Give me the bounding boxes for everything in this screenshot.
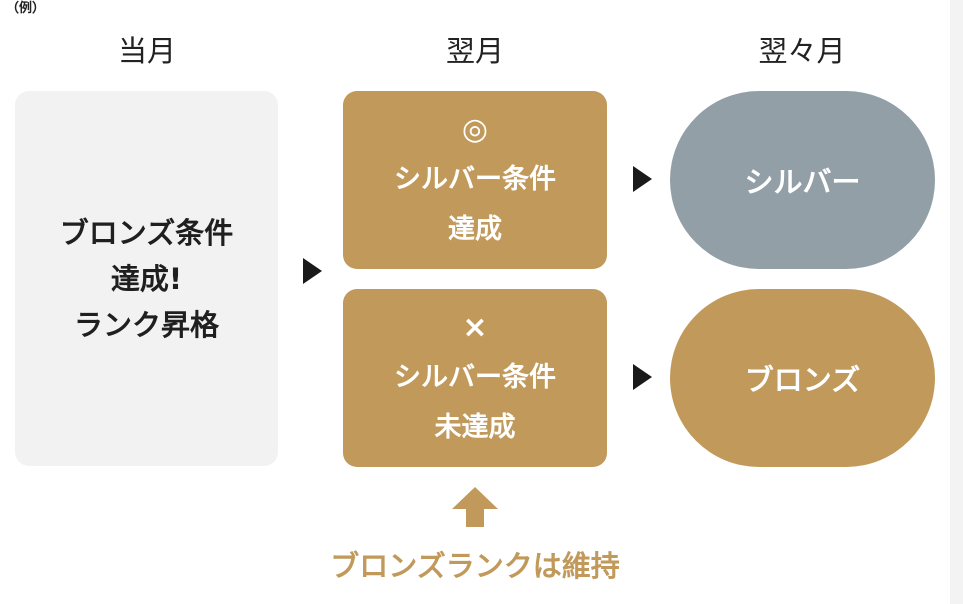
header-next-month: 翌月 bbox=[445, 34, 504, 68]
silver-result-label: シルバー bbox=[744, 165, 861, 199]
bronze-maintained-note: ブロンズランクは維持 bbox=[330, 549, 620, 583]
silver-achieved-box: ◎ シルバー条件 達成 bbox=[343, 91, 607, 269]
cross-icon: × bbox=[462, 310, 488, 345]
bronze-result-label: ブロンズ bbox=[744, 363, 861, 397]
arrow-up-stem bbox=[466, 508, 484, 527]
silver-not-achieved-line-2: 未達成 bbox=[434, 412, 516, 443]
double-circle-icon: ◎ bbox=[461, 112, 489, 147]
silver-not-achieved-box: × シルバー条件 未達成 bbox=[343, 289, 607, 467]
current-box-line-2: 達成! bbox=[110, 261, 183, 296]
silver-not-achieved-line-1: シルバー条件 bbox=[394, 362, 556, 393]
silver-result-pill: シルバー bbox=[670, 91, 935, 269]
arrow-right-icon bbox=[303, 258, 322, 284]
current-month-box: ブロンズ条件 達成! ランク昇格 bbox=[15, 91, 278, 466]
silver-achieved-line-2: 達成 bbox=[448, 214, 502, 245]
header-month-after-next: 翌々月 bbox=[758, 34, 846, 68]
silver-achieved-line-1: シルバー条件 bbox=[394, 164, 556, 195]
bronze-result-pill: ブロンズ bbox=[670, 289, 935, 467]
arrow-right-icon bbox=[633, 364, 652, 390]
header-current-month: 当月 bbox=[117, 34, 176, 68]
example-label: （例） bbox=[6, 1, 46, 16]
arrow-up-icon bbox=[452, 487, 498, 509]
scrollbar-track bbox=[950, 0, 963, 604]
current-box-line-1: ブロンズ条件 bbox=[59, 215, 234, 250]
arrow-right-icon bbox=[633, 166, 652, 192]
current-box-line-3: ランク昇格 bbox=[73, 307, 219, 342]
